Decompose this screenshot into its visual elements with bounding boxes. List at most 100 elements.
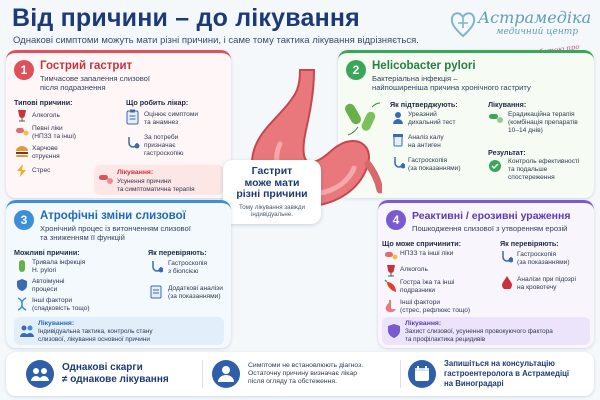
action-item: призначає: [144, 142, 176, 149]
treatment-line: та симптоматична терапія: [117, 186, 195, 193]
page-subtitle: Однакові симптоми можуть мати різні прич…: [13, 35, 419, 46]
center-sub-2: індивідуальне.: [250, 211, 293, 218]
treatment-line: Індивідуальна тактика, контроль стану: [38, 328, 153, 335]
cause-item: Алкоголь: [400, 266, 428, 273]
card-desc-2: найпоширеніша причина хронічного гастрит…: [372, 83, 531, 92]
pills-icon: [489, 114, 503, 123]
test-item: Аналізи при підозрі: [517, 276, 576, 283]
col-title-tests: Як перевіряють:: [148, 248, 207, 257]
logo-sub: медичний центр: [496, 27, 579, 37]
center-title-3: різні причини: [236, 188, 308, 200]
cause-item: H. pylori: [32, 267, 57, 274]
card-desc-1: Тимчасове запалення слизової: [40, 74, 151, 83]
footer-note: після огляду та обстеження.: [248, 378, 337, 385]
center-title-1: Гастрит: [251, 165, 293, 177]
card-helicobacter: 2 Helicobacter pylori Бактеріальна інфек…: [338, 50, 594, 198]
clinic-logo[interactable]: Астрамедіка медичний центр: [448, 6, 593, 44]
card-title: Гострий гастрит: [40, 60, 133, 72]
cause-item: Автоімунні: [32, 278, 65, 285]
cause-item: (стрес, рефлюкс тощо): [400, 307, 471, 314]
test-item: Гастроскопія: [517, 251, 557, 258]
col-title-causes: Що може спричинити:: [382, 239, 462, 248]
treatment-heading: Лікування:: [117, 169, 154, 176]
bacteria-icon: [345, 102, 381, 136]
calendar-icon[interactable]: [408, 360, 436, 388]
card-desc-1: Бактеріальна інфекція –: [372, 74, 458, 83]
card-desc-1: Пошкодження слизової з утворенням ерозій: [412, 224, 568, 233]
booking-link[interactable]: на Виноградарі: [444, 379, 504, 388]
doctor-icon: [212, 360, 240, 388]
cause-item: (НПЗЗ та інші): [32, 133, 76, 140]
col-title-causes: Можливі причини:: [14, 248, 80, 257]
booking-link[interactable]: Запишіться на консультацію: [444, 359, 555, 368]
card-acute-gastritis: 1 Гострий гастрит Тимчасове запалення сл…: [6, 50, 231, 198]
card-number: 2: [346, 60, 366, 80]
treatment-line: Усунення причини: [117, 178, 171, 185]
card-title: Реактивні / ерозивні ураження: [412, 210, 571, 222]
footer-slogan-2: ≠ однакове лікування: [62, 374, 169, 385]
test-item: (за показаннями): [517, 259, 570, 266]
test-item: на антиген: [408, 142, 441, 149]
clipboard-icon: [126, 109, 139, 125]
test-item: Уреазний: [408, 111, 437, 118]
gastroscope-icon: [128, 137, 140, 149]
pills-icon: [99, 175, 113, 184]
col-title-result: Результат:: [488, 148, 526, 157]
result-line: спостереження: [508, 174, 555, 181]
action-item: гастроскопію: [144, 150, 184, 157]
gastroscope-icon: [394, 157, 405, 169]
footer-note: Остаточну причину визначає лікар: [248, 370, 357, 377]
dna-icon: [17, 297, 27, 311]
test-item: Додаткові аналізи: [168, 285, 223, 292]
action-item: Оцінює симптоми: [144, 111, 199, 118]
treatment-heading: Лікування:: [405, 320, 442, 327]
card-title: Атрофічні зміни слизової: [40, 210, 186, 222]
stomach-icon: [385, 300, 396, 313]
document-icon: [150, 285, 162, 299]
page-title: Від причини – до лікування: [12, 4, 360, 32]
shield-icon: [17, 279, 27, 291]
card-title: Helicobacter pylori: [372, 60, 476, 72]
test-item: на кровотечу: [517, 284, 557, 291]
card-desc-1: Хронічний процес із витонченням слизової: [40, 224, 191, 233]
gastroscope-icon: [152, 261, 163, 273]
col-title-causes: Типові причини:: [14, 98, 73, 107]
cause-item: Гостра їжа та інші: [400, 279, 455, 286]
card-desc-2: та зниженням її функцій: [40, 233, 125, 242]
breath-test-icon: [393, 112, 403, 124]
action-item: За потреби: [144, 134, 179, 141]
card-number: 1: [14, 60, 34, 80]
pills-icon: [16, 128, 29, 136]
blood-drop-icon: [502, 276, 512, 289]
booking-link[interactable]: гастроентеролога в Астрамедіці: [444, 369, 570, 378]
treatment-line: Захист слизової, усунення провокуючого ф…: [405, 328, 553, 335]
center-sub-1: Тому лікування завжди: [239, 203, 305, 211]
lightning-icon: [17, 164, 26, 177]
cause-item: Стрес: [32, 167, 51, 174]
cause-item: Інші фактори: [32, 297, 73, 304]
footer-note: Симптоми не встановлюють діагноз.: [248, 362, 364, 369]
footer-slogan-1: Однакові скарги: [62, 362, 143, 373]
col-title-actions: Що робить лікар:: [126, 98, 189, 107]
sample-jar-icon: [393, 134, 403, 147]
burger-icon: [16, 146, 28, 157]
patients-icon: [20, 325, 34, 337]
treatment-line: Ерадикаційна терапія: [508, 111, 575, 118]
check-circle-icon: [489, 160, 501, 172]
cause-item: Певні ліки: [32, 125, 63, 132]
action-item: та анамнез: [144, 119, 179, 126]
test-item: Аналіз калу: [408, 134, 444, 141]
gastroscope-icon: [502, 251, 513, 263]
test-item: дихальний тест: [408, 119, 456, 126]
card-atrophic-changes: 3 Атрофічні зміни слизової Хронічний про…: [6, 200, 231, 348]
wine-glass-icon: [18, 110, 26, 122]
cause-item: Харчове: [32, 145, 58, 152]
heart-logo-icon: [450, 12, 476, 38]
test-item: (за показаннями): [408, 165, 461, 172]
chili-pepper-icon: [384, 279, 396, 292]
bacteria-icon: [19, 260, 25, 272]
cause-item: Алкоголь: [32, 112, 60, 119]
test-item: з біопсією: [168, 268, 199, 275]
result-line: та подальше: [508, 166, 548, 173]
